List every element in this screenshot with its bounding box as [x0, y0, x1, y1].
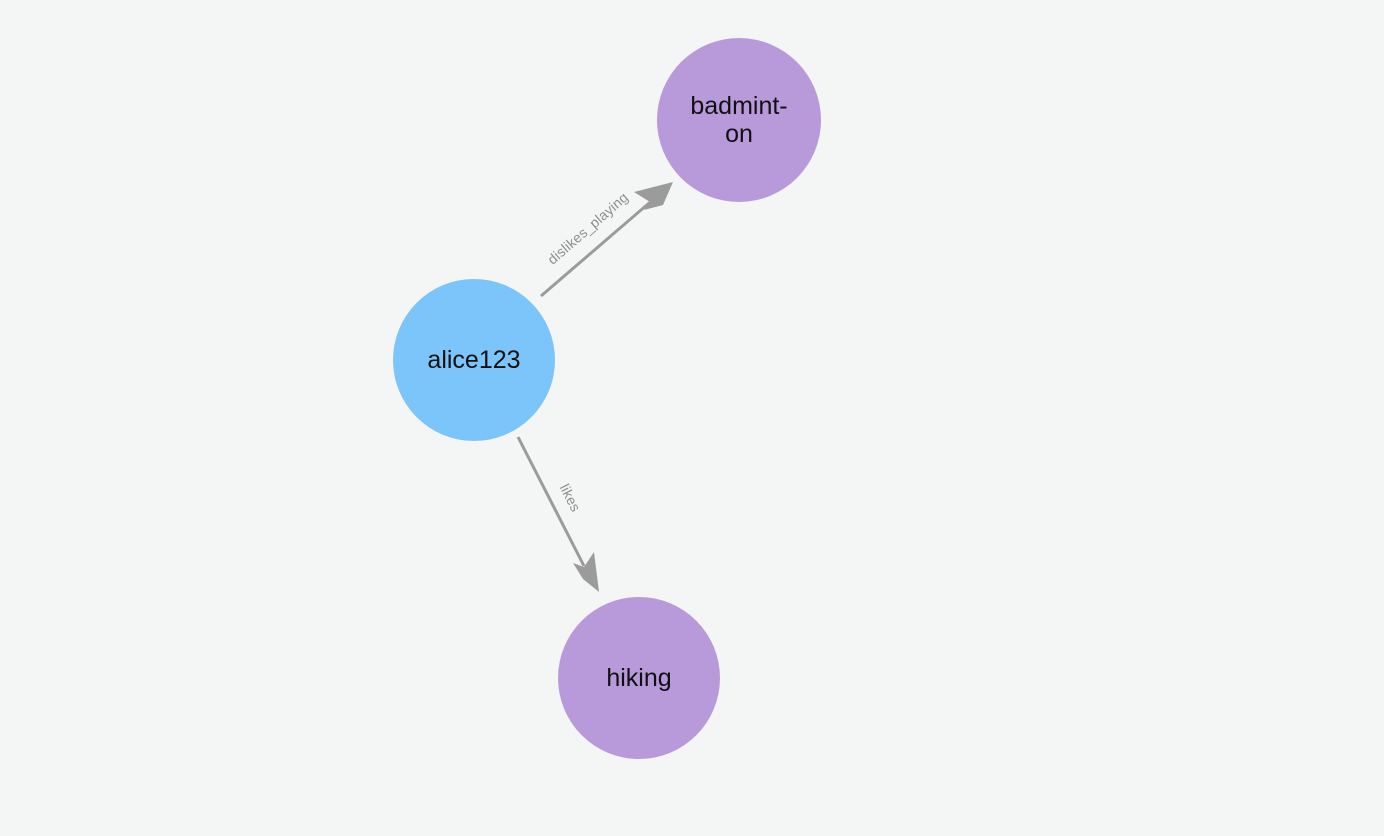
arrowhead-likes — [573, 552, 599, 592]
graph-node-badminton[interactable]: badmint- on — [657, 38, 821, 202]
graph-node-alice123[interactable]: alice123 — [393, 279, 555, 441]
arrowhead-dislikes-playing — [634, 182, 673, 210]
graph-node-alice123-label: alice123 — [427, 346, 521, 374]
graph-node-badminton-label: badmint- on — [657, 92, 821, 148]
edge-label-likes: likes — [557, 481, 584, 514]
graph-node-hiking[interactable]: hiking — [558, 597, 720, 759]
edge-likes[interactable]: likes — [516, 436, 599, 592]
graph-node-badminton-label-line2: on — [725, 120, 753, 148]
graph-node-hiking-label: hiking — [606, 664, 672, 692]
edge-line-dislikes-playing — [540, 196, 656, 298]
graph-node-badminton-label-line1: badmint- — [690, 92, 788, 120]
edge-dislikes-playing[interactable]: dislikes_playing — [540, 182, 673, 298]
edge-line-likes — [516, 436, 586, 567]
